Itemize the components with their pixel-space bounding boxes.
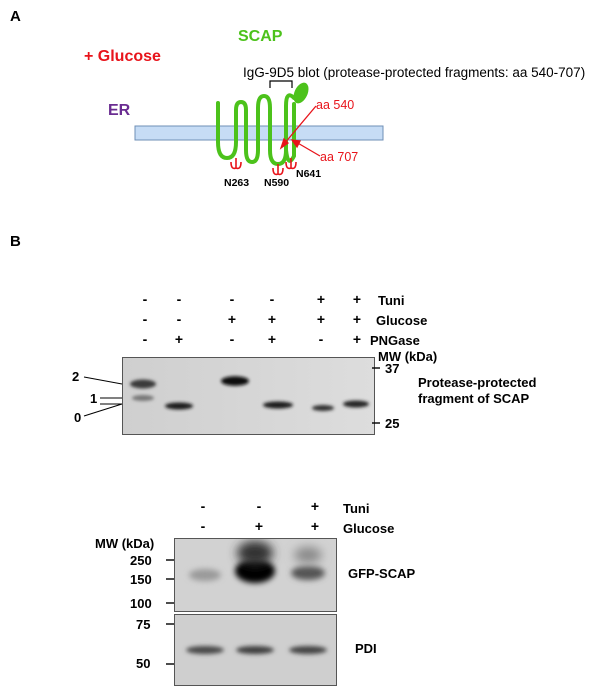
treatment-sign: - [138,311,152,327]
blot2-top-tick-lines [164,540,176,610]
treatment-sign: - [138,331,152,347]
treatment-sign: + [308,498,322,514]
treatment-sign: - [225,331,239,347]
band [289,646,327,654]
band [312,405,334,411]
band-smear [237,541,273,565]
band-smear [294,547,322,563]
band-leader-lines [80,370,124,420]
blot1-mw-tick-lines [372,360,384,430]
gfp-scap-label: GFP-SCAP [348,566,415,582]
treatment-sign: + [252,518,266,534]
blot1-side-label: Protease-protected fragment of SCAP [418,375,536,407]
band [343,401,369,408]
treatment-sign: + [308,518,322,534]
treatment-sign: + [350,331,364,347]
treatment-sign: - [138,291,152,307]
band [189,569,221,581]
treatment-sign: - [265,291,279,307]
side-label-line: fragment of SCAP [418,391,536,407]
blot1-image [122,357,375,435]
blot2-top-bands [175,539,336,611]
treatment-sign: - [225,291,239,307]
treatment-sign: + [314,311,328,327]
epitope-bracket [270,81,292,88]
band [291,566,325,580]
mw-tick-label: 50 [136,656,150,671]
band-id-label: 2 [72,369,79,384]
blot2-bottom-tick-lines [164,616,176,686]
band [263,402,293,409]
band [221,376,249,386]
treatment-sign: + [172,331,186,347]
blot2-bottom-image [174,614,337,686]
row-label-glucose: Glucose [376,313,427,328]
treatment-sign: - [172,291,186,307]
row-label-tuni: Tuni [378,293,404,308]
row-label-glucose: Glucose [343,521,394,536]
treatment-sign: + [314,291,328,307]
treatment-sign: + [265,331,279,347]
mw-tick-label: 100 [130,596,152,611]
panel-b-letter: B [10,233,21,250]
treatment-sign: - [196,518,210,534]
blot2-mw-title: MW (kDa) [95,536,154,551]
scap-topology-diagram [0,0,616,200]
blot2-top-image [174,538,337,612]
treatment-sign: - [196,498,210,514]
scap-c-terminal-domain [290,80,311,105]
band [132,395,154,401]
treatment-sign: - [314,331,328,347]
band [186,646,224,654]
treatment-sign: - [172,311,186,327]
row-label-pngase: PNGase [370,333,420,348]
treatment-sign: + [350,311,364,327]
row-label-tuni: Tuni [343,501,369,516]
treatment-sign: + [265,311,279,327]
pdi-label: PDI [355,641,377,657]
band [236,646,274,654]
mw-tick-label: 25 [385,416,399,431]
band [130,380,156,389]
mw-tick-label: 75 [136,617,150,632]
mw-tick-label: 150 [130,572,152,587]
band [165,403,193,410]
blot2-bottom-bands [175,615,336,685]
mw-tick-label: 37 [385,361,399,376]
treatment-sign: + [350,291,364,307]
treatment-sign: + [225,311,239,327]
treatment-sign: - [252,498,266,514]
mw-tick-label: 250 [130,553,152,568]
side-label-line: Protease-protected [418,375,536,391]
blot1-bands [123,358,374,434]
